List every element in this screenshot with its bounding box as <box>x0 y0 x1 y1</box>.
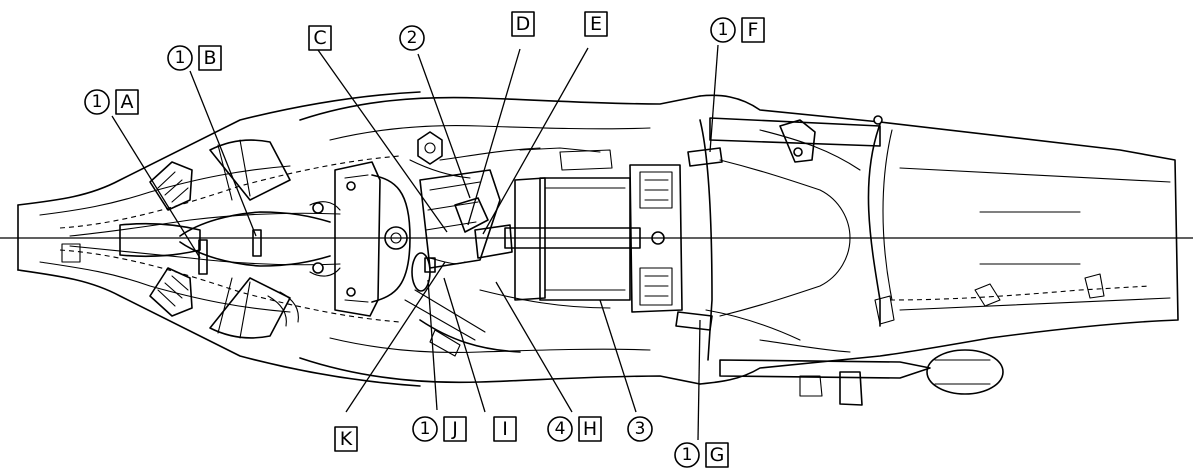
callout-4H-letter: H <box>583 418 597 440</box>
callout-C-letter: C <box>313 27 326 49</box>
callout-K: K <box>334 426 358 452</box>
callout-E-letter: E <box>590 13 602 35</box>
callout-3-number: 3 <box>635 419 646 439</box>
callout-1G-number: 1 <box>682 445 693 465</box>
callout-1A-box <box>115 89 139 115</box>
callout-1G: 1 G <box>674 442 729 468</box>
callout-1A-circle <box>84 89 110 115</box>
callout-1B-number: 1 <box>175 48 186 68</box>
callout-1F: 1 F <box>710 17 765 43</box>
callout-K-letter: K <box>340 428 353 450</box>
battery-box <box>479 164 683 313</box>
callout-1J-letter: J <box>451 418 458 440</box>
callout-E: E <box>584 11 608 37</box>
rear-frame <box>675 94 1179 406</box>
leader-lines <box>111 44 719 441</box>
front-frame <box>17 91 421 387</box>
callout-1A: 1 A <box>84 89 139 115</box>
callout-D-letter: D <box>516 13 531 35</box>
callout-1A-letter: A <box>121 91 134 113</box>
callout-1B-letter: B <box>203 47 216 69</box>
callout-1J-number: 1 <box>420 419 431 439</box>
callout-D: D <box>511 11 535 37</box>
callout-1F-number: 1 <box>718 20 729 40</box>
callout-C: C <box>308 25 332 51</box>
callout-4H-number: 4 <box>555 419 566 439</box>
callout-2: 2 <box>399 25 425 51</box>
callout-1J: 1 J <box>412 416 467 442</box>
callout-I-letter: I <box>502 418 508 440</box>
callout-1A-number: 1 <box>92 92 103 112</box>
callout-1G-letter: G <box>710 444 725 466</box>
callout-I: I <box>493 416 517 442</box>
mid-frame <box>299 95 701 385</box>
callout-1B: 1 B <box>167 45 222 71</box>
callout-4H: 4 H <box>547 416 602 442</box>
callout-3: 3 <box>627 416 653 442</box>
callout-2-number: 2 <box>407 28 418 48</box>
callout-1F-letter: F <box>748 19 759 41</box>
